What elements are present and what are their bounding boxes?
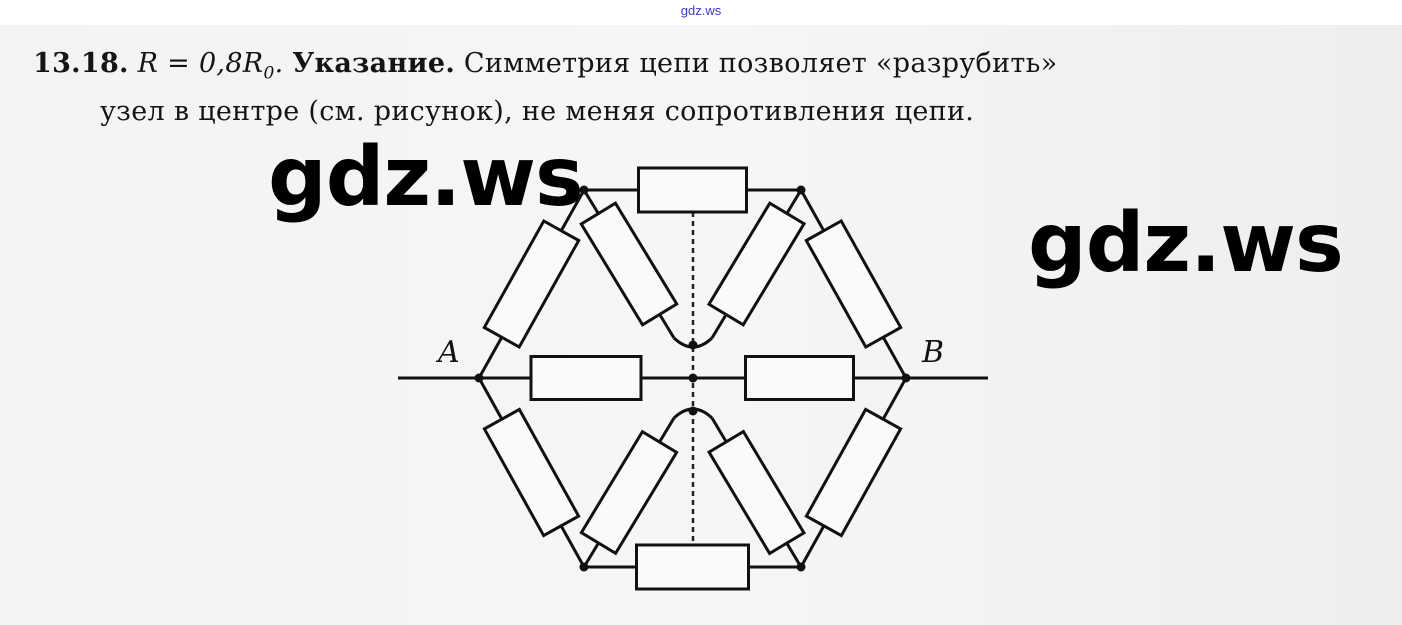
answer-line-2: узел в центре (см. рисунок), не меняя со… [100, 96, 975, 127]
resistor [804, 218, 903, 350]
hint-text: Симметрия цепи позволяет «разрубить» [455, 48, 1058, 79]
node-b-label: B [921, 335, 944, 370]
resistor [744, 355, 855, 401]
resistor [637, 166, 748, 214]
hint-label: Указание. [292, 48, 456, 79]
watermark: gdz.ws [268, 130, 584, 225]
node-dot [688, 406, 698, 416]
resistor [482, 218, 581, 350]
node-dot [901, 373, 911, 383]
node-a-label: A [435, 335, 460, 370]
watermark: gdz.ws [1028, 196, 1344, 291]
problem-number: 13.18. [33, 48, 129, 79]
resistor [579, 429, 679, 556]
node-dot [796, 185, 806, 195]
answer-line-1: 13.18. R = 0,8R0. Указание. Симметрия це… [33, 48, 1057, 83]
site-link[interactable]: gdz.ws [680, 3, 722, 18]
top-bar: gdz.ws [0, 0, 1402, 25]
resistor [482, 407, 581, 538]
resistor [529, 355, 643, 401]
node-dot [796, 562, 806, 572]
node-dot [474, 373, 484, 383]
node-dot [688, 373, 698, 383]
resistor [635, 543, 750, 591]
resistor [804, 407, 903, 538]
node-dot [688, 340, 698, 350]
formula: R = 0,8R0. [137, 48, 284, 84]
resistor [579, 201, 679, 327]
resistor [706, 201, 807, 327]
node-dot [579, 185, 589, 195]
resistor [707, 429, 806, 556]
scanned-page [0, 25, 1402, 625]
node-dot [579, 562, 589, 572]
